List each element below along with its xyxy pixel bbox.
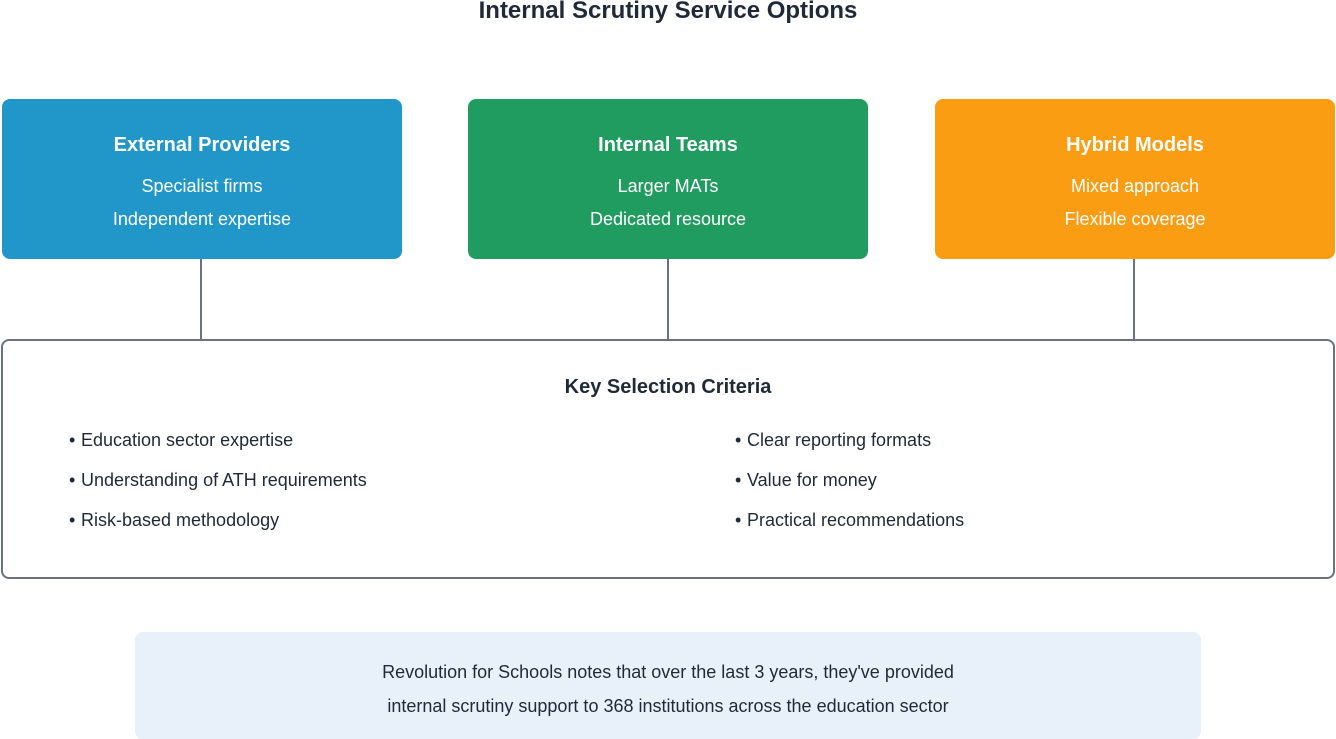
note-line: internal scrutiny support to 368 institu… xyxy=(387,696,949,716)
connector-hybrid xyxy=(1133,258,1135,340)
statistics-note: Revolution for Schools notes that over t… xyxy=(135,632,1201,739)
option-title: Internal Teams xyxy=(598,134,738,156)
option-detail: Independent expertise xyxy=(112,209,292,229)
diagram-title: Internal Scrutiny Service Options xyxy=(478,0,858,24)
bullet-icon: • xyxy=(69,470,76,490)
criteria-list-left: •Education sector expertise •Understandi… xyxy=(69,429,367,549)
criteria-item: •Clear reporting formats xyxy=(735,429,964,469)
criteria-item: •Value for money xyxy=(735,469,964,509)
connector-internal xyxy=(667,258,669,340)
option-hybrid-models: Hybrid Models Mixed approach Flexible co… xyxy=(935,99,1335,259)
option-detail: Dedicated resource xyxy=(589,209,747,229)
criteria-item: •Education sector expertise xyxy=(69,429,367,469)
criteria-item-label: Clear reporting formats xyxy=(747,430,932,450)
criteria-item: •Practical recommendations xyxy=(735,509,964,549)
option-detail: Specialist firms xyxy=(141,176,263,196)
option-external-providers: External Providers Specialist firms Inde… xyxy=(2,99,402,259)
criteria-item-label: Value for money xyxy=(747,470,877,490)
option-detail: Larger MATs xyxy=(617,176,719,196)
connector-external xyxy=(200,258,202,340)
option-internal-teams: Internal Teams Larger MATs Dedicated res… xyxy=(468,99,868,259)
criteria-item: •Risk-based methodology xyxy=(69,509,367,549)
bullet-icon: • xyxy=(69,510,76,530)
option-title: Hybrid Models xyxy=(1066,134,1204,156)
bullet-icon: • xyxy=(735,510,742,530)
option-detail: Mixed approach xyxy=(1070,176,1200,196)
criteria-list-right: •Clear reporting formats •Value for mone… xyxy=(735,429,964,549)
criteria-item-label: Practical recommendations xyxy=(747,510,965,530)
option-detail: Flexible coverage xyxy=(1064,209,1206,229)
bullet-icon: • xyxy=(735,430,742,450)
bullet-icon: • xyxy=(69,430,76,450)
criteria-item: •Understanding of ATH requirements xyxy=(69,469,367,509)
selection-criteria-box: Key Selection Criteria •Education sector… xyxy=(1,339,1335,579)
criteria-item-label: Understanding of ATH requirements xyxy=(81,470,367,490)
criteria-item-label: Risk-based methodology xyxy=(81,510,280,530)
criteria-item-label: Education sector expertise xyxy=(81,430,294,450)
option-title: External Providers xyxy=(113,134,291,156)
note-line: Revolution for Schools notes that over t… xyxy=(382,662,954,682)
criteria-title: Key Selection Criteria xyxy=(564,376,772,398)
bullet-icon: • xyxy=(735,470,742,490)
